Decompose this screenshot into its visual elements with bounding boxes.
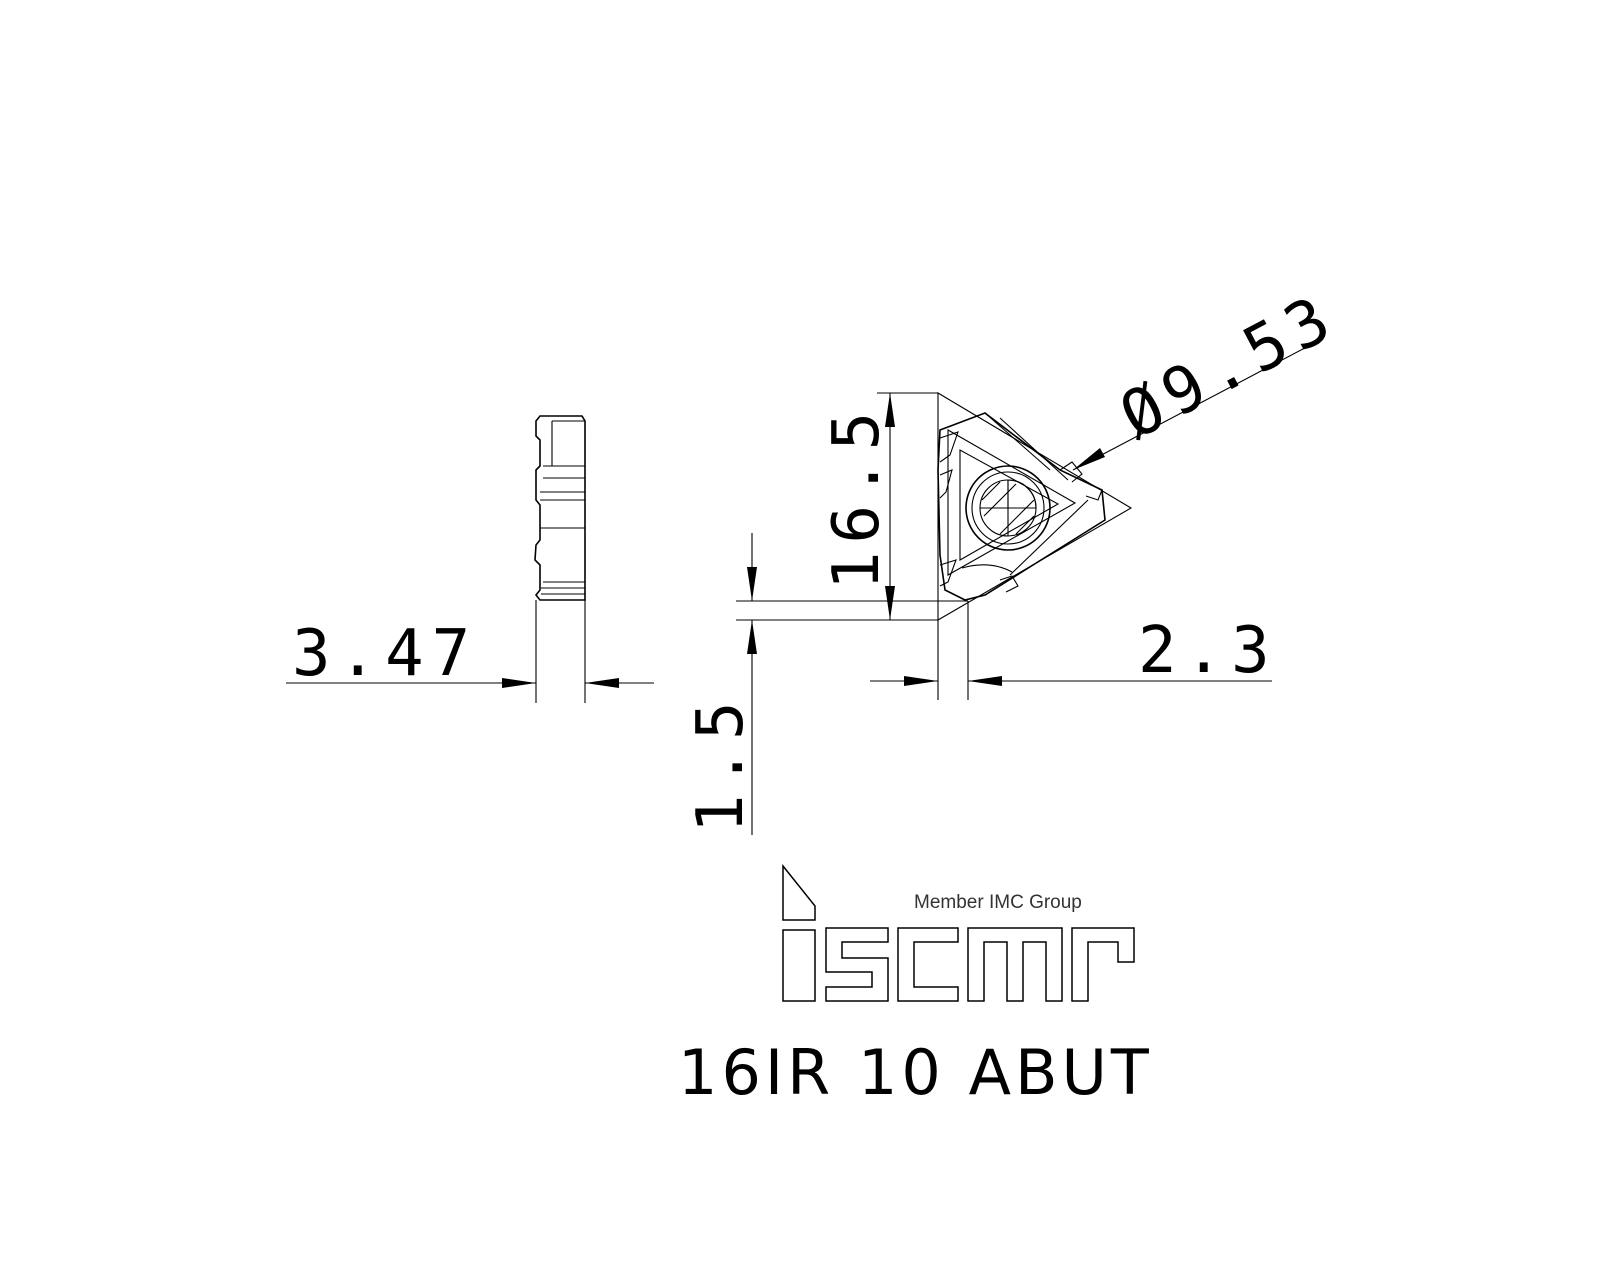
dimension-offset-horizontal: 2.3 [870, 601, 1278, 700]
side-view [534, 415, 586, 601]
dimension-height: 16.5 [820, 392, 938, 621]
part-number: 16IR 10 ABUT [678, 1036, 1153, 1109]
logo-letter-r [1071, 927, 1135, 1002]
logo-letter-s [825, 927, 889, 1002]
dimension-thickness-label: 3.47 [292, 617, 478, 691]
arrow-head [904, 676, 938, 686]
top-view [937, 392, 1133, 621]
logo-letter-i [782, 863, 816, 921]
arrow-head [502, 678, 536, 688]
iscar-logo: Member IMC Group [782, 863, 1135, 1002]
dimension-inscribed-circle: Ø9.53 [1072, 280, 1349, 471]
dimension-inscribed-circle-label: Ø9.53 [1109, 280, 1349, 455]
logo-letter-c [897, 927, 959, 1002]
dimension-height-label: 16.5 [820, 404, 894, 590]
dimension-offset-vertical-label: 1.5 [684, 693, 758, 833]
arrow-head [747, 567, 757, 601]
arrow-head [885, 586, 895, 620]
dimension-offset-vertical: 1.5 [684, 533, 968, 835]
dimension-offset-horizontal-label: 2.3 [1138, 614, 1278, 688]
arrow-head [885, 393, 895, 427]
logo-letter-m [967, 927, 1063, 1002]
arrow-head [585, 678, 619, 688]
arrow-head [1073, 448, 1105, 470]
dimension-thickness: 3.47 [286, 600, 654, 703]
arrow-head [747, 620, 757, 654]
logo-tagline: Member IMC Group [914, 892, 1082, 913]
screw-hole [965, 465, 1051, 551]
arrow-head [968, 676, 1002, 686]
